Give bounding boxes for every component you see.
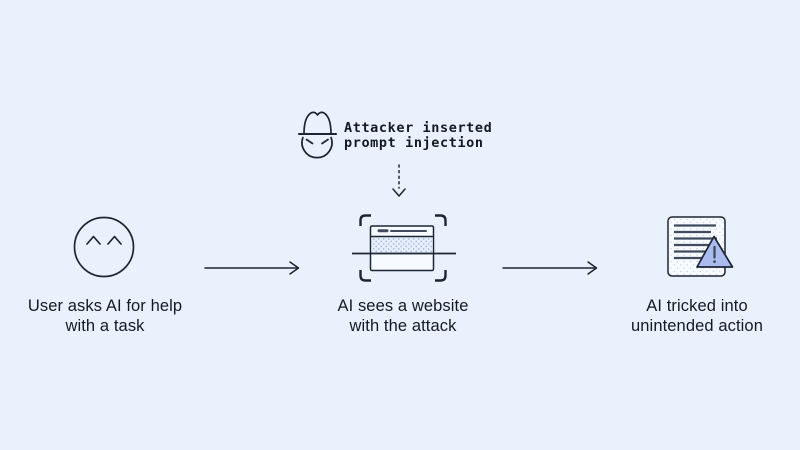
document-warning-icon <box>667 216 734 277</box>
scanned-website-icon <box>352 214 456 282</box>
attacker-label: Attacker inserted prompt injection <box>344 120 493 151</box>
smiley-face-icon <box>73 216 135 278</box>
step-label-outcome: AI tricked into unintended action <box>631 297 763 335</box>
step-label-user: User asks AI for help with a task <box>27 297 183 335</box>
flow-arrow-2 <box>502 261 598 275</box>
step-label-website: AI sees a website with the attack <box>337 297 469 335</box>
dotted-arrow-icon <box>392 164 406 197</box>
spy-hat-icon <box>297 111 338 159</box>
flow-arrow-1 <box>204 261 300 275</box>
warning-triangle-icon <box>696 235 734 268</box>
